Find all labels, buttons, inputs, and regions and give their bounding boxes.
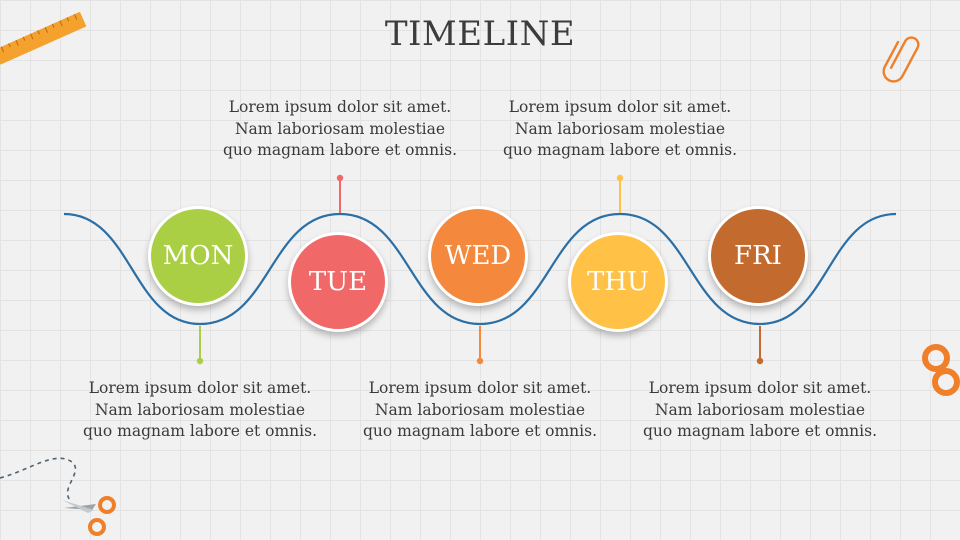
day-label: TUE <box>308 267 368 297</box>
description-line: quo magnam labore et omnis. <box>362 422 597 440</box>
description-line: Lorem ipsum dolor sit amet. <box>508 98 732 116</box>
description-mon: Lorem ipsum dolor sit amet. Nam laborios… <box>70 378 330 443</box>
description-line: quo magnam labore et omnis. <box>82 422 317 440</box>
description-line: quo magnam labore et omnis. <box>642 422 877 440</box>
ruler-icon <box>0 11 87 65</box>
connector-thu <box>616 174 624 213</box>
description-line: Nam laboriosam molestiae <box>94 400 306 419</box>
description-line: Nam laboriosam molestiae <box>654 400 866 419</box>
connector-mon <box>196 326 204 365</box>
dashed-cut-line <box>0 457 77 501</box>
day-circle-wed: WED <box>428 206 528 306</box>
connector-wed <box>476 326 484 365</box>
description-line: Lorem ipsum dolor sit amet. <box>368 379 592 397</box>
description-line: quo magnam labore et omnis. <box>222 141 457 159</box>
paperclip-icon <box>882 36 920 83</box>
day-circle-mon: MON <box>148 206 248 306</box>
day-circle-fri: FRI <box>708 206 808 306</box>
description-line: quo magnam labore et omnis. <box>502 141 737 159</box>
timeline-wave <box>63 212 897 326</box>
day-label: THU <box>587 267 649 297</box>
scissors-icon <box>922 344 960 396</box>
connector-tue <box>336 174 344 213</box>
description-line: Lorem ipsum dolor sit amet. <box>648 379 872 397</box>
description-tue: Lorem ipsum dolor sit amet. Nam laborios… <box>210 97 470 162</box>
scissors-icon <box>62 496 116 536</box>
connector-fri <box>756 326 764 365</box>
day-circle-tue: TUE <box>288 232 388 332</box>
description-line: Nam laboriosam molestiae <box>234 119 446 138</box>
description-line: Lorem ipsum dolor sit amet. <box>88 379 312 397</box>
description-thu: Lorem ipsum dolor sit amet. Nam laborios… <box>490 97 750 162</box>
day-label: MON <box>162 241 234 271</box>
description-fri: Lorem ipsum dolor sit amet. Nam laborios… <box>630 378 890 443</box>
day-label: FRI <box>734 241 782 271</box>
day-circle-thu: THU <box>568 232 668 332</box>
description-line: Nam laboriosam molestiae <box>374 400 586 419</box>
day-label: WED <box>444 241 512 271</box>
page-title: TIMELINE <box>384 14 576 54</box>
description-line: Lorem ipsum dolor sit amet. <box>228 98 452 116</box>
description-line: Nam laboriosam molestiae <box>514 119 726 138</box>
description-wed: Lorem ipsum dolor sit amet. Nam laborios… <box>350 378 610 443</box>
